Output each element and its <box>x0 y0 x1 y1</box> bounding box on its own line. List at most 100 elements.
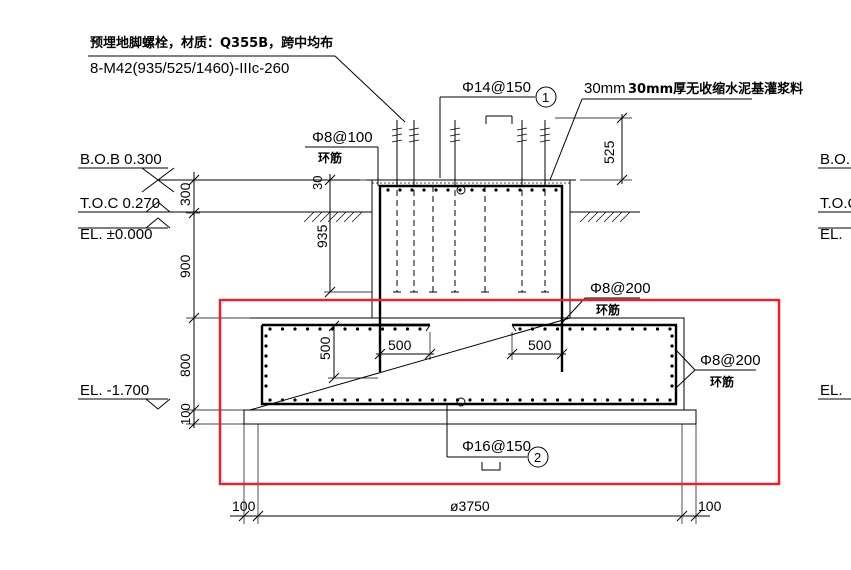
grout-note-prefix: 30mm <box>584 80 626 97</box>
rebar-dot <box>593 327 597 331</box>
dim-935-tick-top <box>324 174 336 186</box>
rebar-dot <box>670 364 674 368</box>
rebar-dot <box>580 398 585 402</box>
rebar-dot <box>468 398 472 402</box>
rebar-dot <box>618 327 622 331</box>
base-ring-1-label: Φ8@200 <box>590 280 651 297</box>
anchor-bolt-spec: 8-M42(935/525/1460)-IIIc-260 <box>90 60 289 77</box>
dim-bottom-tick-2 <box>252 510 264 522</box>
rebar-dot <box>368 327 372 331</box>
rebar-dot <box>458 188 462 192</box>
rebar-dot <box>264 354 268 358</box>
dim-chain-tick-3 <box>188 312 200 324</box>
rebar-dot <box>264 344 268 348</box>
rebar-dot <box>630 327 635 331</box>
pedestal-rebar-cage <box>378 184 564 372</box>
dim-935: 935 <box>314 224 330 248</box>
rebar-dot <box>505 398 510 402</box>
elevation-bottom-marker <box>145 398 171 410</box>
rebar-dot <box>393 327 397 331</box>
bottom-bar-mark <box>481 462 501 471</box>
grout-note: 30mm厚无收缩水泥基灌浆料 <box>628 81 803 97</box>
elevation-bottom: EL. -1.700 <box>80 382 149 399</box>
rebar-dot <box>380 327 385 331</box>
rebar-dot <box>264 334 268 338</box>
dim-500-vertical-tick-bottom <box>328 372 340 384</box>
dim-bottom-tick-1 <box>238 510 250 522</box>
anchor-bolts <box>391 120 551 293</box>
dim-30: 30 <box>310 176 325 190</box>
base-ring-2-note: 环筋 <box>710 374 734 389</box>
dim-500-left-tick-b <box>424 348 436 360</box>
rebar-dot <box>343 398 347 402</box>
rebar-dot <box>580 327 585 331</box>
dim-bottom-tick-3 <box>676 510 688 522</box>
rebar-dot <box>318 327 322 331</box>
base-ring-2-leader-b <box>675 369 696 389</box>
rebar-dot <box>293 327 297 331</box>
rebar-dot <box>434 188 438 192</box>
rebar-dot <box>280 327 285 331</box>
base-ring-2-label: Φ8@200 <box>700 352 761 369</box>
pedestal-ring-label: Φ8@100 <box>312 129 373 146</box>
rebar-dot <box>605 398 610 402</box>
dim-800: 800 <box>177 353 193 377</box>
elevation-ground-marker <box>145 217 171 229</box>
rebar-dot <box>670 344 674 348</box>
rebar-dot <box>264 374 268 378</box>
rebar-dot <box>330 398 335 402</box>
rebar-dot <box>643 327 647 331</box>
ground-hatch-right <box>579 211 631 223</box>
pedestal-ring-note: 环筋 <box>318 150 342 165</box>
dim-500-right-tick-b <box>556 348 568 360</box>
top-bar-section <box>456 185 466 195</box>
dim-chain-tick-4 <box>188 404 200 416</box>
right-elevation-bottom: EL. <box>820 382 843 399</box>
rebar-dot <box>446 188 450 192</box>
rebar-dot <box>355 398 360 402</box>
base-ring-1-note: 环筋 <box>596 302 620 317</box>
rebar-dot <box>655 398 660 402</box>
rebar-dot <box>482 188 486 192</box>
rebar-dot <box>264 364 268 368</box>
bottom-bar-label: Φ16@150 <box>462 438 531 455</box>
rebar-dot <box>480 398 485 402</box>
rebar-dot <box>554 188 558 192</box>
dim-chain-tick-1 <box>188 174 200 186</box>
base-rebar-hook-right <box>511 324 517 332</box>
rebar-dot <box>605 327 610 331</box>
bottom-bar-tag: 2 <box>534 450 541 465</box>
rebar-dot <box>494 188 498 192</box>
ground-hatch-left <box>303 211 363 223</box>
rebar-dot <box>343 327 347 331</box>
dim-500-left-tick-a <box>374 348 386 360</box>
blinding-layer <box>243 409 697 425</box>
top-bar-label: Φ14@150 <box>462 79 531 96</box>
rebar-dot <box>268 398 272 402</box>
elevation-bob-marker-bottom <box>141 179 175 193</box>
base-ring-1-leader <box>559 297 586 326</box>
rebar-dot <box>542 188 546 192</box>
rebar-dot <box>280 398 285 402</box>
rebar-dot <box>593 398 597 402</box>
elevation-bob: B.O.B 0.300 <box>80 151 162 168</box>
rebar-dot <box>618 398 622 402</box>
rebar-dot <box>293 398 297 402</box>
rebar-dot <box>555 327 560 331</box>
top-bar-tag: 1 <box>542 90 549 105</box>
rebar-dot <box>268 327 272 331</box>
rebar-dot <box>380 398 385 402</box>
rebar-dot <box>530 188 534 192</box>
elevation-ground: EL. ±0.000 <box>80 226 152 243</box>
rebar-dot <box>368 398 372 402</box>
dim-500-vertical-tick-top <box>328 320 340 332</box>
rebar-dot <box>670 334 674 338</box>
elevation-toc-marker <box>145 201 171 213</box>
anchor-bolt-leader <box>334 55 406 123</box>
rebar-dot <box>568 398 572 402</box>
rebar-dot <box>418 327 422 331</box>
dim-900: 900 <box>177 254 193 278</box>
dim-bottom-tick-4 <box>690 510 702 522</box>
rebar-dot <box>670 374 674 378</box>
